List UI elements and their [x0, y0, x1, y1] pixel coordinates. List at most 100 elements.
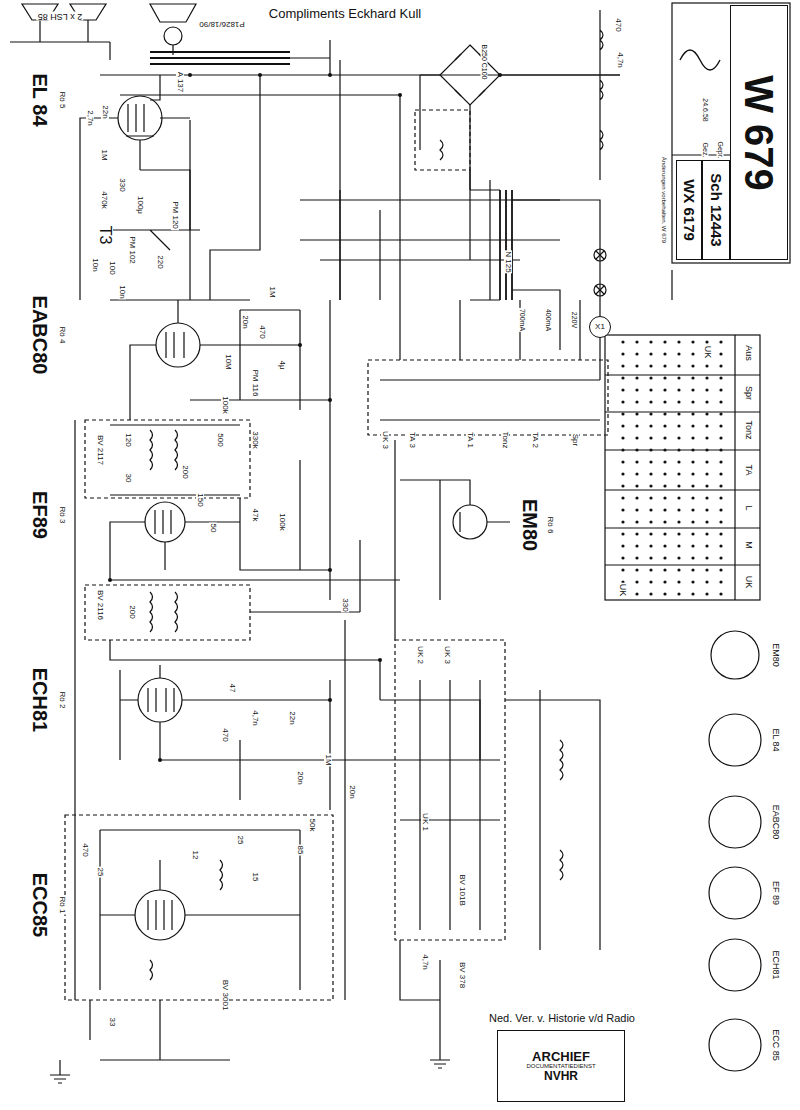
component-value: 100k — [221, 395, 229, 414]
component-value: 1M — [324, 753, 332, 766]
component-value: 4,7n — [251, 709, 259, 727]
tube-envelope — [118, 96, 162, 140]
switch-position: UK — [744, 575, 753, 590]
component-value: 470 — [614, 17, 622, 32]
component-value: 20n — [348, 784, 356, 799]
tube-envelope — [453, 505, 487, 539]
speaker-label: 2 x LSH 85 — [37, 12, 84, 21]
speaker-symbol — [150, 4, 196, 22]
tube-label: ECC 85 — [771, 1028, 780, 1062]
node-text: WX 6179 — [681, 179, 697, 241]
tube-label: EM80 — [771, 642, 780, 668]
component-value: 10n — [118, 284, 126, 299]
tube-label: ECH81 — [771, 949, 780, 980]
tube-label: EL 84 — [771, 727, 780, 752]
component-value: 25 — [96, 867, 104, 878]
component-value: PM 102 — [128, 235, 136, 265]
speaker-symbol — [10, 4, 110, 42]
part-number: N 125 — [504, 250, 512, 273]
part-number: A 137 — [176, 71, 184, 93]
component-value: 330 — [118, 177, 126, 192]
schematic-number-cell: Sch 12443 — [702, 160, 730, 260]
tube-label: Rö 1 — [58, 896, 66, 915]
component-value: 33 — [108, 1017, 116, 1028]
component-value: 22n — [288, 710, 296, 725]
motor-circle: X1 — [589, 316, 611, 338]
part-number: BV 3001 — [221, 979, 229, 1012]
component-value: PM 116 — [251, 369, 259, 398]
archive-note: Ned. Ver. v. Historie v/d Radio — [488, 1013, 636, 1024]
bridge-rectifier — [440, 45, 500, 105]
component-value: 30 — [124, 473, 132, 484]
switch-position: TA 2 — [531, 431, 539, 449]
tube-label: ECC85 — [30, 872, 50, 938]
tube-base-diagram — [709, 631, 761, 1071]
if-coil — [110, 425, 240, 495]
component-value: 470 — [81, 842, 89, 857]
component-value: 700mA — [519, 308, 526, 332]
tube-label: EF 89 — [771, 880, 780, 906]
node-text: X1 — [595, 323, 605, 331]
node-text: Sch 12443 — [708, 173, 724, 246]
switch-position: UK 3 — [443, 645, 451, 665]
credit-note: Compliments Eckhard Kull — [268, 7, 422, 20]
title-block — [672, 3, 790, 263]
component-value: 15 — [251, 872, 259, 883]
component-value: 20n — [241, 314, 249, 329]
switch-position: UK — [618, 583, 627, 598]
switch-position: M — [744, 540, 753, 550]
component-value: PM 120 — [171, 200, 179, 230]
switch-position: Spr — [571, 433, 579, 447]
tube-envelope — [135, 890, 185, 940]
component-value: 50 — [209, 523, 217, 534]
component-value: 470 — [221, 727, 229, 742]
tube-label: EM80 — [520, 498, 540, 552]
component-value: 4,7n — [616, 51, 624, 69]
component-value: 10n — [91, 257, 99, 272]
ground-symbol — [50, 1060, 70, 1083]
note-text: Änderungen vorbehalten. W 679 — [661, 156, 667, 244]
tube-label: EABC80 — [771, 804, 780, 841]
tube-label: EF89 — [30, 490, 50, 540]
switch-position: Spr — [744, 385, 753, 401]
switch-table — [605, 335, 760, 600]
component-value: 200 — [128, 604, 136, 619]
node-text: NVHR — [544, 1070, 578, 1083]
component-value: 220V — [571, 311, 578, 329]
title-field: Gez. — [702, 142, 709, 159]
component-value: 25 — [236, 835, 244, 846]
section-label: T3 — [97, 225, 113, 246]
component-value: 500 — [216, 432, 224, 447]
component-value: 200 — [181, 464, 189, 479]
component-value: 100 — [108, 260, 116, 275]
switch-position: UK — [703, 345, 712, 360]
speaker-label: P1826/18/90 — [198, 20, 245, 28]
tube-envelope — [156, 323, 200, 367]
switch-position: UK 1 — [421, 812, 429, 832]
switch-position: Tonz — [501, 431, 509, 450]
tube-label: Rö 5 — [58, 91, 66, 110]
part-number: BV 101B — [458, 873, 466, 907]
component-value: 330k — [251, 430, 259, 449]
component-value: 12 — [191, 850, 199, 861]
component-value: 1M — [100, 148, 108, 161]
component-value: 470k — [100, 190, 108, 209]
tube-label: Rö 6 — [546, 516, 554, 535]
component-value: 20n — [296, 770, 304, 785]
component-value: 50k — [308, 818, 316, 833]
component-value: 400mA — [545, 308, 552, 332]
switch-position: UK 3 — [381, 430, 389, 450]
part-number: BV 2117 — [96, 434, 104, 466]
component-value: 220 — [156, 254, 164, 269]
antenna-input — [400, 940, 450, 1068]
switch-position: Tonz — [744, 419, 753, 440]
part-number: BV 2116 — [96, 589, 104, 621]
component-value: 47 — [228, 683, 236, 694]
component-value: 120 — [124, 432, 132, 447]
component-value: 10M — [224, 353, 232, 371]
component-value: 2,7n — [86, 109, 94, 127]
tube-envelope — [145, 502, 185, 542]
component-value: 4,7n — [421, 953, 429, 971]
component-value: 1M — [268, 285, 276, 298]
component-value: 4μ — [278, 359, 286, 370]
